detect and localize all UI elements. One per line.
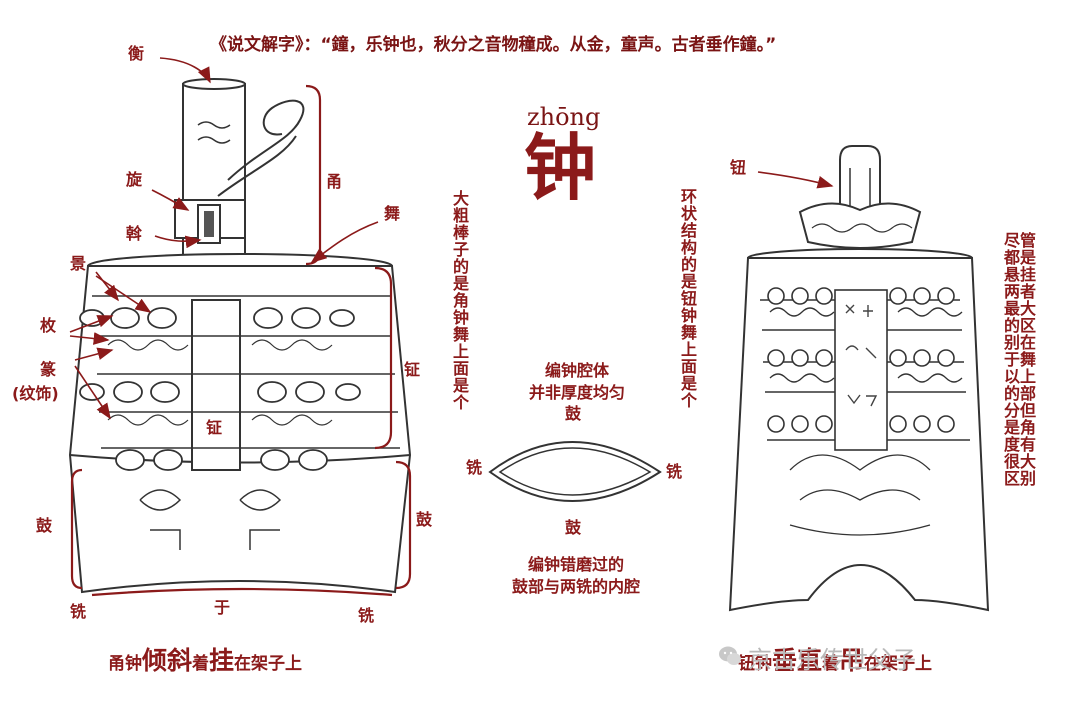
caption-right-suffix: 在架子上 xyxy=(864,654,933,674)
arrow-niu xyxy=(757,171,834,189)
cross-gu-top: 鼓 xyxy=(565,404,582,423)
title-pinyin: zhōng xyxy=(527,103,601,131)
title-character: 钟 xyxy=(524,126,597,210)
caption-right: 钮钟垂直着吊在架子上 xyxy=(738,648,932,673)
mei-studs xyxy=(79,307,361,471)
caption-left-b1: 倾斜 xyxy=(142,646,193,675)
caption-left-suffix: 在架子上 xyxy=(234,654,303,674)
yong-bell xyxy=(68,78,412,594)
cross-bottom-1: 编钟错磨过的 xyxy=(527,555,624,574)
note-yong: 大粗棒子的是角钟舞上面是个 xyxy=(452,189,469,412)
cross-section xyxy=(488,441,662,502)
label-zheng-inner: 钲 xyxy=(206,418,223,437)
label-xuan: 旋 xyxy=(126,170,143,189)
caption-right-prefix: 钮钟 xyxy=(738,654,772,674)
label-gu-left: 鼓 xyxy=(36,516,53,535)
caption-right-b2: 吊 xyxy=(839,646,865,675)
note-niu: 环状结构的是钮钟舞上面是个 xyxy=(680,187,697,410)
note-far-right: 尽管都是悬挂两者最大的区别在于舞以上的部分但是角度有很大区别 xyxy=(1003,231,1036,488)
watermark-text: 京古乐传世父子 xyxy=(748,646,916,674)
label-zheng: 钲 xyxy=(404,360,421,379)
caption-left: 甬钟倾斜着挂在架子上 xyxy=(108,648,302,673)
niu-bell xyxy=(728,145,990,612)
label-heng: 衡 xyxy=(128,44,145,63)
cross-title-1: 编钟腔体 xyxy=(544,361,609,380)
label-zhuan: 篆 xyxy=(40,360,57,379)
label-gan: 斡 xyxy=(126,224,143,243)
cross-xian-left: 铣 xyxy=(466,458,483,477)
cross-bottom-2: 鼓部与两铣的内腔 xyxy=(511,577,640,596)
caption-left-prefix: 甬钟 xyxy=(108,654,142,674)
label-xian-left: 铣 xyxy=(70,602,87,621)
caption-left-mid: 着 xyxy=(192,654,210,674)
label-yong: 甬 xyxy=(326,172,343,191)
label-yu: 于 xyxy=(214,598,231,617)
label-xian-right: 铣 xyxy=(358,606,375,625)
label-gu-right: 鼓 xyxy=(416,510,433,529)
label-wenshi: (纹饰) xyxy=(12,384,59,403)
cross-gu-bottom: 鼓 xyxy=(565,518,582,537)
niu-studs xyxy=(767,287,955,433)
label-niu: 钮 xyxy=(730,158,747,177)
label-jing: 景 xyxy=(70,254,87,273)
shuowen-quote: 《说文解字》：“鐘，乐钟也，秋分之音物穜成。从金，童声。古者垂作鐘。” xyxy=(210,35,777,55)
caption-right-mid: 着 xyxy=(822,654,840,674)
label-mei: 枚 xyxy=(40,316,57,335)
niu-inscription xyxy=(845,304,878,407)
label-wu: 舞 xyxy=(384,204,401,223)
caption-right-b1: 垂直 xyxy=(772,646,823,675)
cross-xian-right: 铣 xyxy=(666,462,683,481)
caption-left-b2: 挂 xyxy=(209,646,235,675)
wechat-icon xyxy=(719,646,741,665)
arrows-left xyxy=(69,57,379,420)
cross-title-2: 并非厚度均匀 xyxy=(528,383,625,402)
